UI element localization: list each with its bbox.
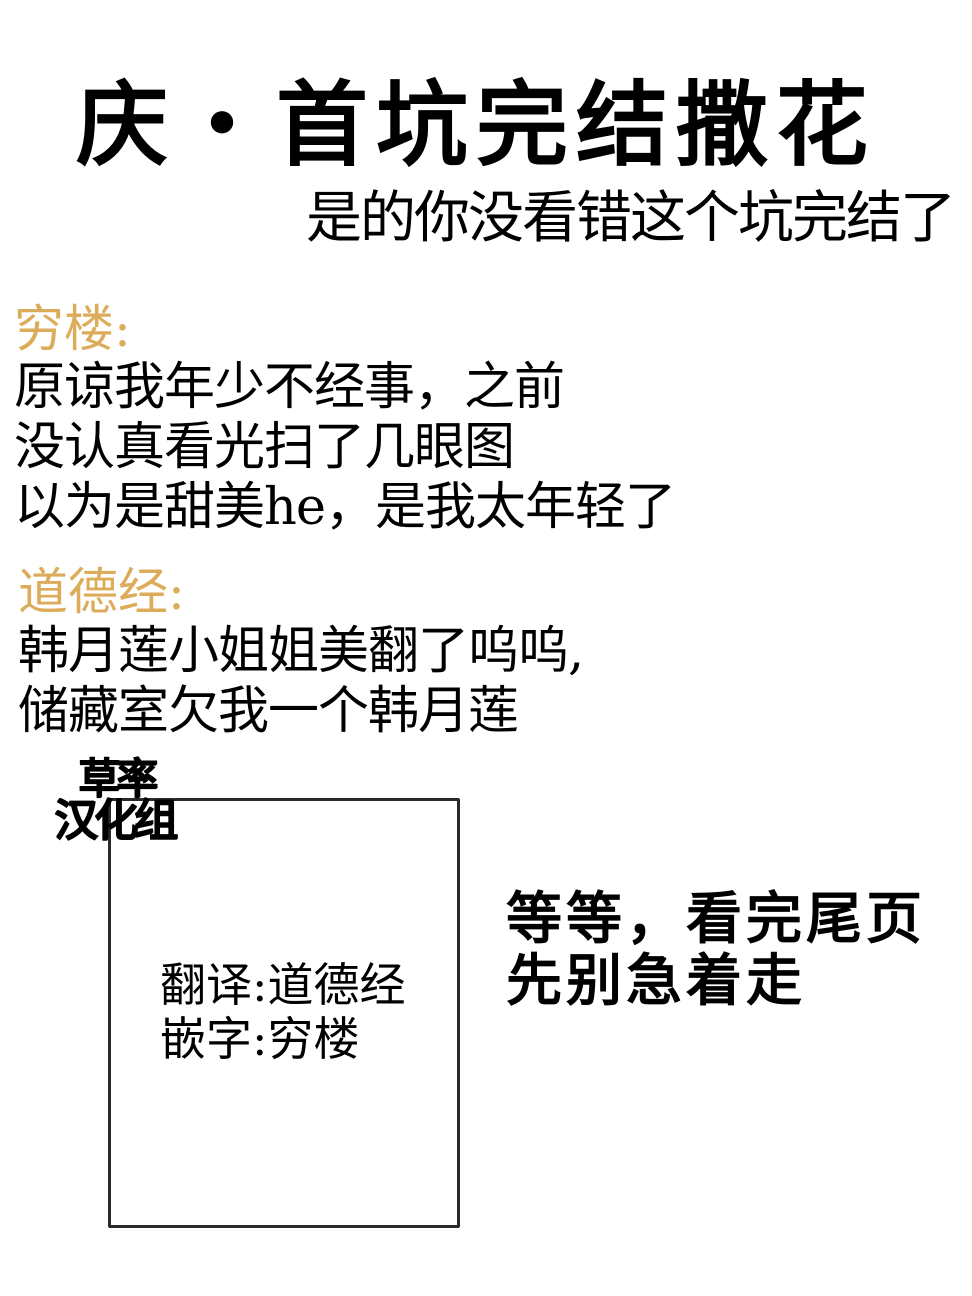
credit-translation: 翻译:道德经 — [160, 958, 406, 1012]
credits-panel — [108, 798, 460, 1228]
page-subtitle: 是的你没看错这个坑完结了 — [306, 186, 956, 251]
credit-typesetting: 嵌字:穷楼 — [160, 1012, 360, 1066]
group-logo-line1: 草率 — [78, 754, 158, 803]
comment-line: 没认真看光扫了几眼图 — [14, 418, 515, 477]
comment-line: 以为是甜美he，是我太年轻了 — [14, 478, 676, 537]
section-heading-daodejing: 道德经: — [18, 563, 185, 621]
section-heading-qionglou: 穷楼: — [14, 300, 131, 358]
scanlation-group-logo: 草率 汉化组 — [54, 754, 178, 846]
note-line2: 先别急着走 — [506, 949, 806, 1014]
page-title: 庆・首坑完结撒花 — [76, 72, 877, 179]
comment-line: 储藏室欠我一个韩月莲 — [18, 682, 519, 741]
group-logo-line2: 汉化组 — [54, 795, 178, 846]
note-line1: 等等，看完尾页 — [506, 887, 926, 952]
comment-line: 原谅我年少不经事，之前 — [14, 358, 565, 417]
comment-line: 韩月莲小姐姐美翻了呜呜, — [18, 622, 584, 681]
